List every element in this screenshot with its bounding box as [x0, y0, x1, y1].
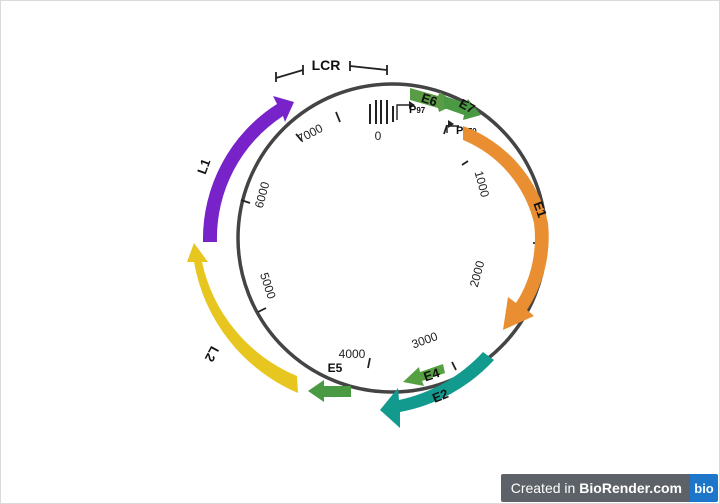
gene-label-e5: E5: [328, 361, 343, 375]
gene-arrow-e2: [380, 352, 494, 428]
promoter-p97-label: P97: [409, 104, 426, 116]
gene-arrow-l2: [187, 243, 298, 393]
tick-mark-7500: [335, 111, 341, 123]
lcr-label: LCR: [312, 57, 341, 73]
tick-marks: [240, 111, 542, 371]
tick-label-2000: 2000: [467, 259, 488, 289]
biorender-badge[interactable]: Created in BioRender.com bio: [500, 474, 718, 502]
promoter-p670-arrow: [446, 120, 459, 133]
gene-label-e1: E1: [530, 199, 550, 219]
badge-brand: BioRender.com: [579, 480, 682, 496]
gene-label-e6: E6: [420, 90, 440, 109]
tick-label-1000: 1000: [472, 169, 493, 199]
tick-label-origin: 0: [375, 129, 382, 143]
gene-arrow-e5: [308, 380, 351, 402]
gene-arrow-e4: [403, 364, 445, 386]
tick-label-7000: 7000: [295, 121, 325, 146]
badge-text: Created in BioRender.com: [500, 474, 690, 502]
lcr-bracket-left: [275, 65, 304, 82]
gene-label-l2: L2: [202, 344, 222, 364]
gene-label-l1: L1: [194, 157, 213, 176]
promoter-p97-arrow: [396, 101, 415, 120]
tick-mark-6000: [240, 199, 251, 204]
gene-label-e2: E2: [430, 386, 450, 406]
tick-mark-1000: [461, 160, 469, 166]
gene-label-e4: E4: [422, 365, 442, 384]
tick-mark-4000: [367, 357, 371, 369]
gene-arrow-e7: [444, 96, 481, 120]
genome-circle: [236, 82, 548, 394]
lcr-bracket-right: [349, 61, 388, 75]
tick-label-5000: 5000: [257, 271, 279, 301]
tick-label-3000: 3000: [410, 329, 440, 351]
tick-label-6000: 6000: [252, 180, 273, 210]
tick-mark-7000: [295, 133, 303, 142]
gene-arrow-l1: [202, 96, 294, 242]
lcr-bracket: [275, 61, 388, 82]
gene-arrow-e1: [463, 126, 549, 330]
tick-mark-3000: [451, 361, 457, 371]
biorender-logo: bio: [690, 474, 718, 502]
gene-label-e7: E7: [457, 96, 478, 117]
tick-mark-5000: [257, 307, 267, 313]
badge-created-in: Created in: [510, 480, 576, 496]
lcr-sites: [369, 100, 394, 124]
tick-label-4000: 4000: [339, 347, 366, 361]
